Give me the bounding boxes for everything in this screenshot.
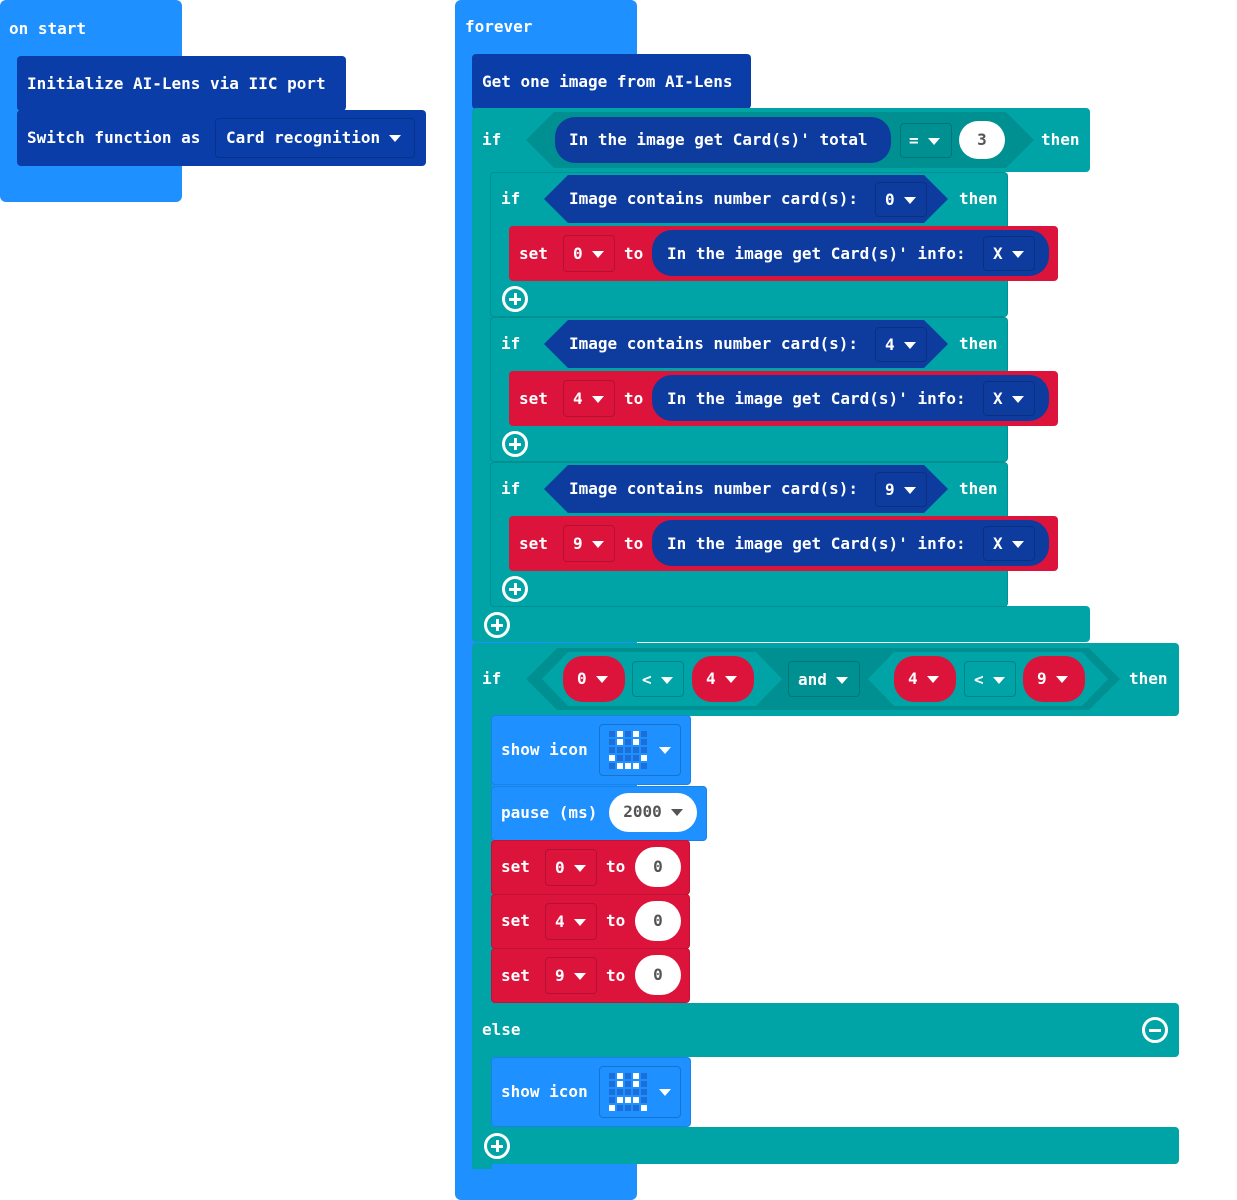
right-a-variable[interactable]: 4	[894, 656, 956, 702]
card-number-dropdown[interactable]: 9	[875, 472, 927, 507]
add-branch-icon[interactable]	[502, 431, 528, 457]
card-info-label: In the image get Card(s)' info:	[667, 244, 966, 263]
to-label: to	[624, 534, 644, 553]
icon-picker-dropdown[interactable]	[599, 1066, 681, 1118]
set-label: set	[519, 244, 548, 263]
variable-dropdown[interactable]: 9	[545, 957, 597, 994]
card-condition-label: Image contains number card(s):	[569, 189, 858, 208]
show-icon-block[interactable]	[491, 1057, 691, 1127]
get-image-block[interactable]	[472, 54, 751, 109]
set-label: set	[519, 389, 548, 408]
second-if-spine	[472, 714, 492, 1169]
chevron-down-icon	[659, 1089, 671, 1096]
card-number-dropdown[interactable]: 0	[875, 182, 927, 217]
branch-if-label: if	[501, 189, 521, 208]
compare-operator-dropdown[interactable]: =	[900, 123, 952, 158]
to-label: to	[624, 244, 644, 263]
branch-then-label: then	[959, 189, 998, 208]
sad-face-icon	[608, 1072, 648, 1112]
second-then-label: then	[1129, 669, 1168, 688]
info-axis-dropdown[interactable]: X	[983, 526, 1035, 561]
card-condition-hexagon[interactable]	[544, 465, 948, 513]
switch-function-label: Switch function as	[27, 128, 201, 147]
second-if-footer	[472, 1127, 1179, 1164]
pause-duration-input[interactable]: 2000	[609, 793, 697, 832]
chevron-down-icon	[659, 747, 671, 754]
left-a-variable[interactable]: 0	[563, 656, 625, 702]
show-icon-label: show icon	[501, 1082, 588, 1101]
show-icon-block[interactable]	[491, 715, 691, 785]
info-axis-dropdown[interactable]: X	[983, 236, 1035, 271]
branch-if-label: if	[501, 334, 521, 353]
to-label: to	[624, 389, 644, 408]
get-image-label: Get one image from AI-Lens	[482, 72, 733, 91]
branch-then-label: then	[959, 479, 998, 498]
else-label: else	[482, 1020, 521, 1039]
set-label: set	[501, 857, 530, 876]
left-operator-dropdown[interactable]: <	[632, 661, 684, 697]
to-label: to	[606, 857, 626, 876]
outer-then-label: then	[1041, 130, 1080, 149]
add-else-if-icon[interactable]	[484, 1133, 510, 1159]
info-axis-dropdown[interactable]: X	[983, 381, 1035, 416]
set-value-input[interactable]: 0	[635, 901, 681, 941]
variable-dropdown[interactable]: 4	[563, 380, 615, 417]
to-label: to	[606, 966, 626, 985]
logic-operator-dropdown[interactable]: and	[788, 661, 860, 697]
set-label: set	[519, 534, 548, 553]
to-label: to	[606, 911, 626, 930]
outer-if-label: if	[482, 130, 502, 149]
forever-label: forever	[465, 17, 533, 36]
happy-face-icon	[608, 730, 648, 770]
right-operator-dropdown[interactable]: <	[964, 661, 1016, 697]
card-condition-label: Image contains number card(s):	[569, 479, 858, 498]
variable-dropdown[interactable]: 0	[545, 849, 597, 886]
card-total-label: In the image get Card(s)' total	[569, 130, 868, 149]
set-label: set	[501, 911, 530, 930]
second-if-label: if	[482, 669, 502, 688]
show-icon-label: show icon	[501, 740, 588, 759]
on-start-label: on start	[9, 19, 87, 38]
card-info-label: In the image get Card(s)' info:	[667, 534, 966, 553]
right-b-variable[interactable]: 9	[1023, 656, 1085, 702]
variable-dropdown[interactable]: 9	[563, 525, 615, 562]
else-bar	[472, 1003, 1179, 1057]
total-value-input[interactable]: 3	[959, 121, 1005, 159]
left-b-variable[interactable]: 4	[692, 656, 754, 702]
variable-dropdown[interactable]: 0	[563, 235, 615, 272]
outer-if-footer	[472, 606, 1090, 642]
init-ailens-block[interactable]	[17, 56, 346, 111]
card-condition-hexagon[interactable]	[544, 175, 948, 223]
set-value-input[interactable]: 0	[635, 847, 681, 887]
add-else-icon[interactable]	[484, 612, 510, 638]
init-ailens-label: Initialize AI-Lens via IIC port	[27, 74, 326, 93]
branch-then-label: then	[959, 334, 998, 353]
add-branch-icon[interactable]	[502, 286, 528, 312]
variable-dropdown[interactable]: 4	[545, 903, 597, 940]
branch-if-label: if	[501, 479, 521, 498]
card-total-reporter[interactable]	[555, 117, 891, 163]
icon-picker-dropdown[interactable]	[599, 724, 681, 776]
set-value-input[interactable]: 0	[635, 955, 681, 995]
pause-label: pause (ms)	[501, 803, 598, 822]
add-branch-icon[interactable]	[502, 576, 528, 602]
outer-if-spine	[472, 170, 492, 640]
card-condition-hexagon[interactable]	[544, 320, 948, 368]
function-dropdown[interactable]: Card recognition	[215, 118, 415, 158]
card-number-dropdown[interactable]: 4	[875, 327, 927, 362]
card-info-label: In the image get Card(s)' info:	[667, 389, 966, 408]
set-label: set	[501, 966, 530, 985]
remove-else-icon[interactable]	[1142, 1017, 1168, 1043]
card-condition-label: Image contains number card(s):	[569, 334, 858, 353]
